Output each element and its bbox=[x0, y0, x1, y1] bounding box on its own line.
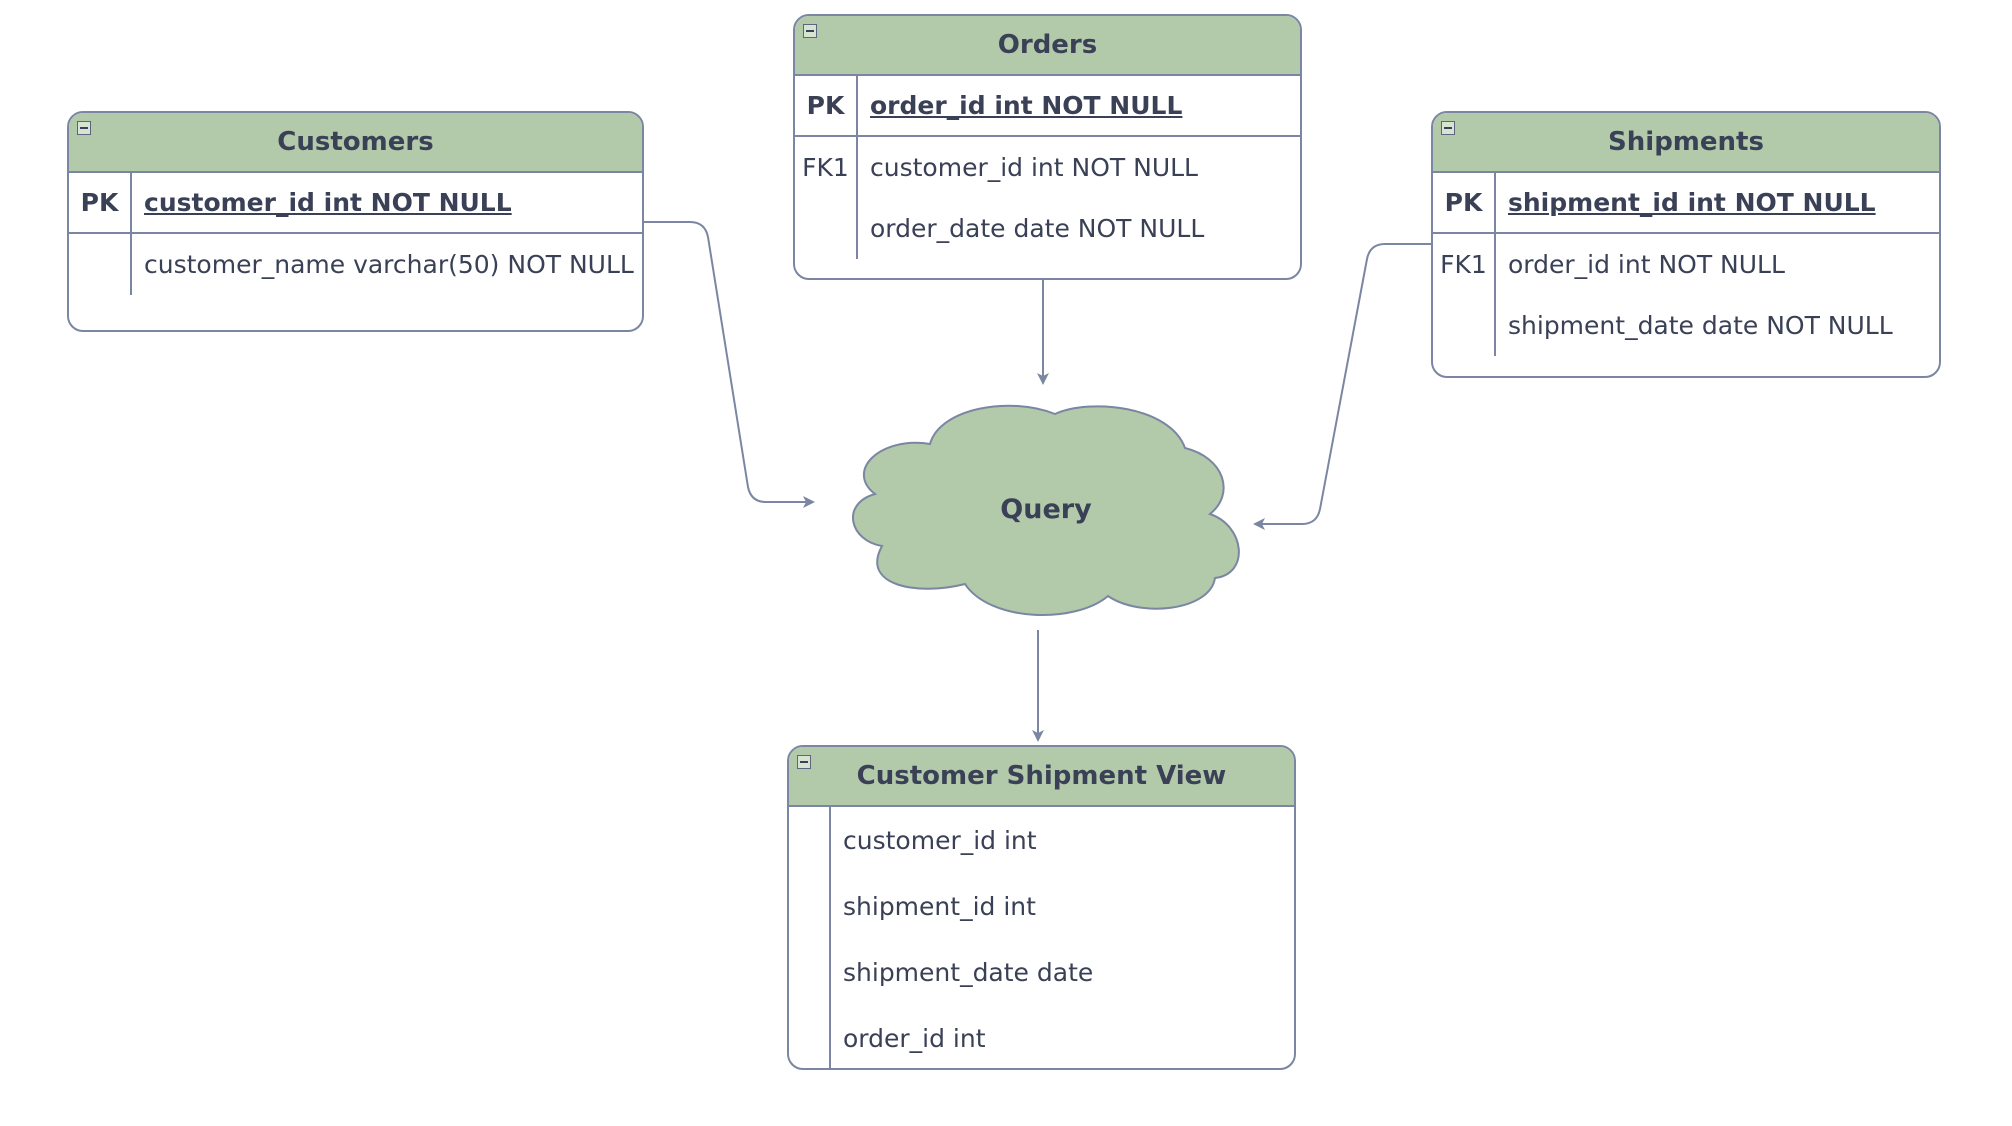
field-name: customer_id int NOT NULL bbox=[870, 153, 1198, 182]
entity-header[interactable]: Shipments bbox=[1433, 113, 1939, 173]
field-row[interactable]: shipment_id int bbox=[789, 873, 1294, 939]
key-column-divider bbox=[856, 76, 858, 259]
entity-header[interactable]: Customers bbox=[69, 113, 642, 173]
primary-key-row[interactable]: PK customer_id int NOT NULL bbox=[69, 173, 642, 234]
connector-customers-to-query bbox=[643, 221, 815, 508]
entity-title: Customer Shipment View bbox=[856, 761, 1227, 791]
collapse-icon[interactable] bbox=[1441, 121, 1455, 135]
field-row[interactable]: shipment_date date NOT NULL bbox=[1433, 295, 1939, 356]
key-column-divider bbox=[130, 173, 132, 295]
field-row[interactable]: FK1 customer_id int NOT NULL bbox=[795, 137, 1300, 198]
connector-shipments-to-query bbox=[1253, 243, 1431, 530]
field-name: shipment_date date NOT NULL bbox=[1508, 311, 1893, 340]
field-name: shipment_id int NOT NULL bbox=[1508, 188, 1876, 217]
collapse-icon[interactable] bbox=[803, 24, 817, 38]
entity-title: Shipments bbox=[1608, 127, 1764, 157]
entity-customers[interactable]: Customers PK customer_id int NOT NULL cu… bbox=[67, 111, 644, 332]
key-label: FK1 bbox=[1440, 250, 1487, 279]
field-row[interactable]: order_date date NOT NULL bbox=[795, 198, 1300, 259]
field-row[interactable]: customer_name varchar(50) NOT NULL bbox=[69, 234, 642, 295]
query-label: Query bbox=[1000, 493, 1092, 525]
field-row[interactable]: customer_id int bbox=[789, 807, 1294, 873]
key-column-divider bbox=[829, 807, 831, 1068]
key-column-divider bbox=[1494, 173, 1496, 356]
query-cloud[interactable]: Query bbox=[840, 396, 1252, 622]
field-row[interactable]: FK1 order_id int NOT NULL bbox=[1433, 234, 1939, 295]
key-label: PK bbox=[80, 188, 119, 217]
field-row[interactable]: shipment_date date bbox=[789, 939, 1294, 1005]
cloud-shape bbox=[852, 404, 1240, 616]
field-name: shipment_id int bbox=[843, 891, 1036, 921]
field-row[interactable]: order_id int bbox=[789, 1005, 1294, 1068]
entity-header[interactable]: Orders bbox=[795, 16, 1300, 76]
field-name: customer_name varchar(50) NOT NULL bbox=[144, 250, 634, 279]
entity-header[interactable]: Customer Shipment View bbox=[789, 747, 1294, 807]
entity-orders[interactable]: Orders PK order_id int NOT NULL FK1 cust… bbox=[793, 14, 1302, 280]
field-name: order_id int bbox=[843, 1023, 986, 1053]
field-name: customer_id int bbox=[843, 825, 1037, 855]
entity-title: Orders bbox=[997, 30, 1098, 60]
entity-title: Customers bbox=[277, 127, 434, 157]
field-name: customer_id int NOT NULL bbox=[144, 188, 512, 217]
key-label: PK bbox=[1444, 188, 1483, 217]
key-label: FK1 bbox=[802, 153, 849, 182]
collapse-icon[interactable] bbox=[797, 755, 811, 769]
field-name: order_id int NOT NULL bbox=[1508, 250, 1785, 279]
field-name: order_id int NOT NULL bbox=[870, 91, 1183, 120]
field-name: order_date date NOT NULL bbox=[870, 214, 1205, 243]
primary-key-row[interactable]: PK shipment_id int NOT NULL bbox=[1433, 173, 1939, 234]
primary-key-row[interactable]: PK order_id int NOT NULL bbox=[795, 76, 1300, 137]
entity-shipments[interactable]: Shipments PK shipment_id int NOT NULL FK… bbox=[1431, 111, 1941, 378]
entity-customer-shipment-view[interactable]: Customer Shipment View customer_id int s… bbox=[787, 745, 1296, 1070]
key-label: PK bbox=[806, 91, 845, 120]
collapse-icon[interactable] bbox=[77, 121, 91, 135]
field-name: shipment_date date bbox=[843, 957, 1094, 987]
